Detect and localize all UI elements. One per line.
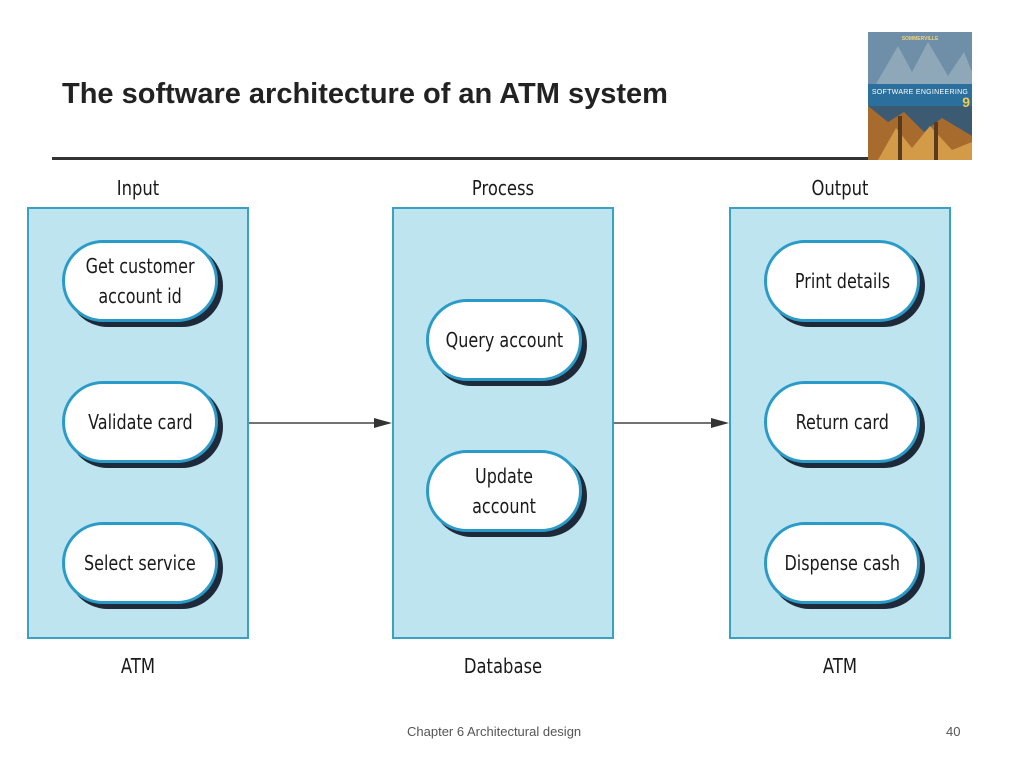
node-label: Print details [794, 269, 890, 293]
input-column-footer: ATM [120, 654, 156, 678]
node-label: Update account [472, 464, 536, 518]
process-column-footer: Database [463, 654, 543, 678]
output-column-footer: ATM [822, 654, 858, 678]
validate-card-node: Validate card [62, 381, 218, 463]
output-column-heading: Output [811, 176, 869, 200]
node-label: Select service [84, 551, 196, 575]
input-column-heading: Input [116, 176, 160, 200]
process-panel: Query account Update account [392, 207, 614, 639]
select-service-node: Select service [62, 522, 218, 604]
book-title-text: SOFTWARE ENGINEERING [871, 89, 969, 96]
dispense-cash-node: Dispense cash [764, 522, 920, 604]
process-column-heading: Process [471, 176, 535, 200]
output-panel: Print details Return card Dispense cash [729, 207, 951, 639]
node-label: Return card [795, 410, 889, 434]
update-account-node: Update account [426, 450, 582, 532]
query-account-node: Query account [426, 299, 582, 381]
book-cover-image: SOMMERVILLE SOFTWARE ENGINEERING 9 [868, 32, 972, 160]
return-card-node: Return card [764, 381, 920, 463]
page-number: 40 [946, 724, 961, 739]
book-author-text: SOMMERVILLE [901, 36, 939, 42]
print-details-node: Print details [764, 240, 920, 322]
chapter-footer: Chapter 6 Architectural design [407, 724, 582, 739]
input-to-process-arrowhead [374, 418, 392, 428]
node-label: Dispense cash [784, 551, 900, 575]
input-panel: Get customer account id Validate card Se… [27, 207, 249, 639]
node-label: Get customer account id [85, 254, 195, 308]
book-edition-text: 9 [962, 94, 970, 110]
node-label: Validate card [87, 410, 193, 434]
title-divider [52, 157, 870, 160]
slide-title: The software architecture of an ATM syst… [62, 78, 668, 110]
node-label: Query account [445, 328, 563, 352]
get-customer-account-id-node: Get customer account id [62, 240, 218, 322]
process-to-output-arrowhead [711, 418, 729, 428]
